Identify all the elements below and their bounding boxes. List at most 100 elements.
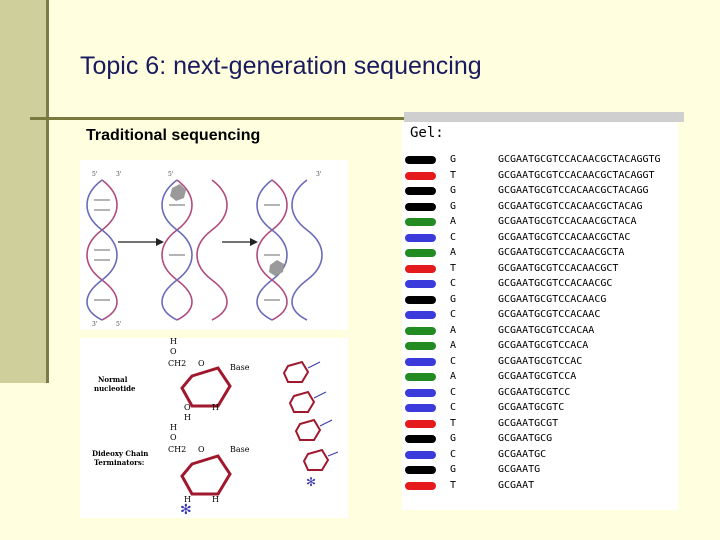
gel-sequence: GCGAATGCGTCCA	[498, 371, 577, 382]
normal-label: nucleotide	[94, 384, 136, 393]
slide-title: Topic 6: next-generation sequencing	[80, 52, 482, 80]
gel-base-letter: G	[450, 185, 457, 196]
atom-label: H	[170, 338, 177, 346]
atom-label: CH2	[168, 359, 186, 368]
gel-sequence: GCGAATGCGTC	[498, 402, 565, 413]
gel-band	[405, 295, 436, 304]
atom-label: O	[170, 433, 177, 442]
atom-label: O	[170, 347, 177, 356]
gel-base-letter: C	[450, 231, 457, 243]
gel-sequence: GCGAATGCG	[498, 433, 553, 444]
atom-label: CH2	[168, 445, 186, 454]
gel-sequence: GCGAATG	[498, 464, 541, 475]
gel-base-letter: A	[450, 340, 457, 351]
gel-sequence: GCGAATGCGTCCACAAC	[498, 309, 601, 320]
terminator-mark-2: ✻	[306, 475, 316, 489]
gel-base-letter: A	[450, 324, 457, 336]
strand-label: 5'	[168, 171, 174, 178]
gel-base-letter: C	[450, 386, 457, 398]
terminator-label: Terminators:	[94, 458, 144, 467]
gel-sequence: GCGAATGCGTCCACAACGCTACAGGTG	[498, 154, 661, 165]
gel-base-letter: C	[450, 278, 457, 289]
nucleotide-structure-figure: H O CH2 O Base O H H H O CH2 O Base H H …	[80, 337, 348, 518]
atom-label: H	[212, 495, 219, 504]
gel-band	[405, 280, 436, 288]
left-decor-edge	[46, 0, 49, 383]
gel-base-letter: C	[450, 309, 457, 320]
gel-base-letter: A	[450, 247, 457, 258]
gel-sequence: GCGAATGCGTCCACAA	[498, 324, 595, 336]
gel-sequence: GCGAATGCGT	[498, 417, 559, 429]
gel-sequence: GCGAATGCGTCCACAACGCT	[498, 262, 619, 274]
gel-band	[405, 233, 436, 242]
normal-label: Normal	[98, 375, 128, 384]
gel-sequence: GCGAATGCGTCCACAACG	[498, 293, 607, 305]
gel-band	[405, 218, 436, 226]
terminator-label: Dideoxy Chain	[92, 449, 148, 458]
atom-label: H	[184, 495, 191, 504]
gel-base-letter: G	[450, 293, 457, 305]
gel-sequence: GCGAATGCGTCCACAACGCTAC	[498, 231, 631, 243]
gel-band	[405, 249, 436, 257]
gel-band	[405, 388, 436, 397]
gel-band	[405, 202, 436, 211]
gel-sequence: GCGAATGCGTCCACAACGC	[498, 278, 613, 289]
gel-base-letter: T	[450, 169, 457, 181]
strand-label: 3'	[116, 171, 122, 178]
gel-base-letter: T	[450, 479, 457, 491]
strand-label: 5'	[116, 321, 122, 328]
gel-band	[405, 187, 436, 195]
gel-band	[405, 342, 436, 350]
gel-sequence: GCGAATGCGTCCACAACGCTACAG	[498, 200, 643, 212]
gel-sequence: GCGAATGCGTCCACAACGCTACA	[498, 216, 637, 227]
gel-sequence: GCGAATGCGTCCACAACGCTACAGGT	[498, 169, 655, 181]
gel-band	[405, 171, 436, 180]
gel-band	[405, 450, 436, 459]
gel-sequence: GCGAATGCGTCCACAACGCTACAGG	[498, 185, 649, 196]
terminator-mark: ✻	[180, 502, 192, 518]
gel-band	[405, 481, 436, 490]
nucleotide-illustration: H O CH2 O Base O H H H O CH2 O Base H H …	[92, 337, 339, 518]
gel-base-letter: T	[450, 417, 457, 429]
gel-base-letter: G	[450, 433, 457, 444]
gel-band	[405, 404, 436, 412]
gel-band	[405, 373, 436, 381]
strand-label: 3'	[92, 321, 98, 328]
gel-band	[405, 435, 436, 443]
gel-base-letter: G	[450, 200, 457, 212]
atom-label: H	[170, 423, 177, 432]
atom-label: H	[212, 403, 219, 412]
atom-label: H	[184, 413, 191, 422]
gel-band	[405, 357, 436, 366]
gel-band	[405, 264, 436, 273]
dna-helix-illustration: 5' 3' 3' 5' 5' 3'	[86, 171, 323, 328]
gel-band	[405, 419, 436, 428]
gel-base-letter: G	[450, 464, 457, 475]
gel-base-letter: C	[450, 448, 457, 460]
gel-band	[405, 311, 436, 319]
dna-replication-figure: 5' 3' 3' 5' 5' 3'	[80, 160, 348, 330]
atom-label: O	[198, 445, 205, 454]
gel-band	[405, 466, 436, 474]
polymerase-blob	[170, 184, 186, 201]
base-label: Base	[230, 363, 250, 372]
strand-label: 3'	[316, 171, 322, 178]
gel-base-letter: C	[450, 402, 457, 413]
gel-base-letter: T	[450, 262, 457, 274]
gel-shadow	[404, 112, 684, 122]
atom-label: O	[198, 359, 205, 368]
gel-base-letter: A	[450, 371, 457, 382]
gel-sequence: GCGAATGCGTCC	[498, 386, 571, 398]
slide-subtitle: Traditional sequencing	[86, 127, 261, 144]
title-divider	[30, 117, 680, 120]
gel-band	[405, 156, 436, 164]
strand-label: 5'	[92, 171, 98, 178]
atom-label: O	[184, 403, 191, 412]
gel-sequence: GCGAATGCGTCCACAACGCTA	[498, 247, 625, 258]
gel-sequence: GCGAAT	[498, 479, 535, 491]
gel-sequence: GCGAATGCGTCCAC	[498, 355, 583, 367]
polymerase-blob-2	[269, 260, 284, 276]
gel-label: Gel:	[410, 125, 444, 141]
gel-sequence: GCGAATGCGTCCACA	[498, 340, 589, 351]
